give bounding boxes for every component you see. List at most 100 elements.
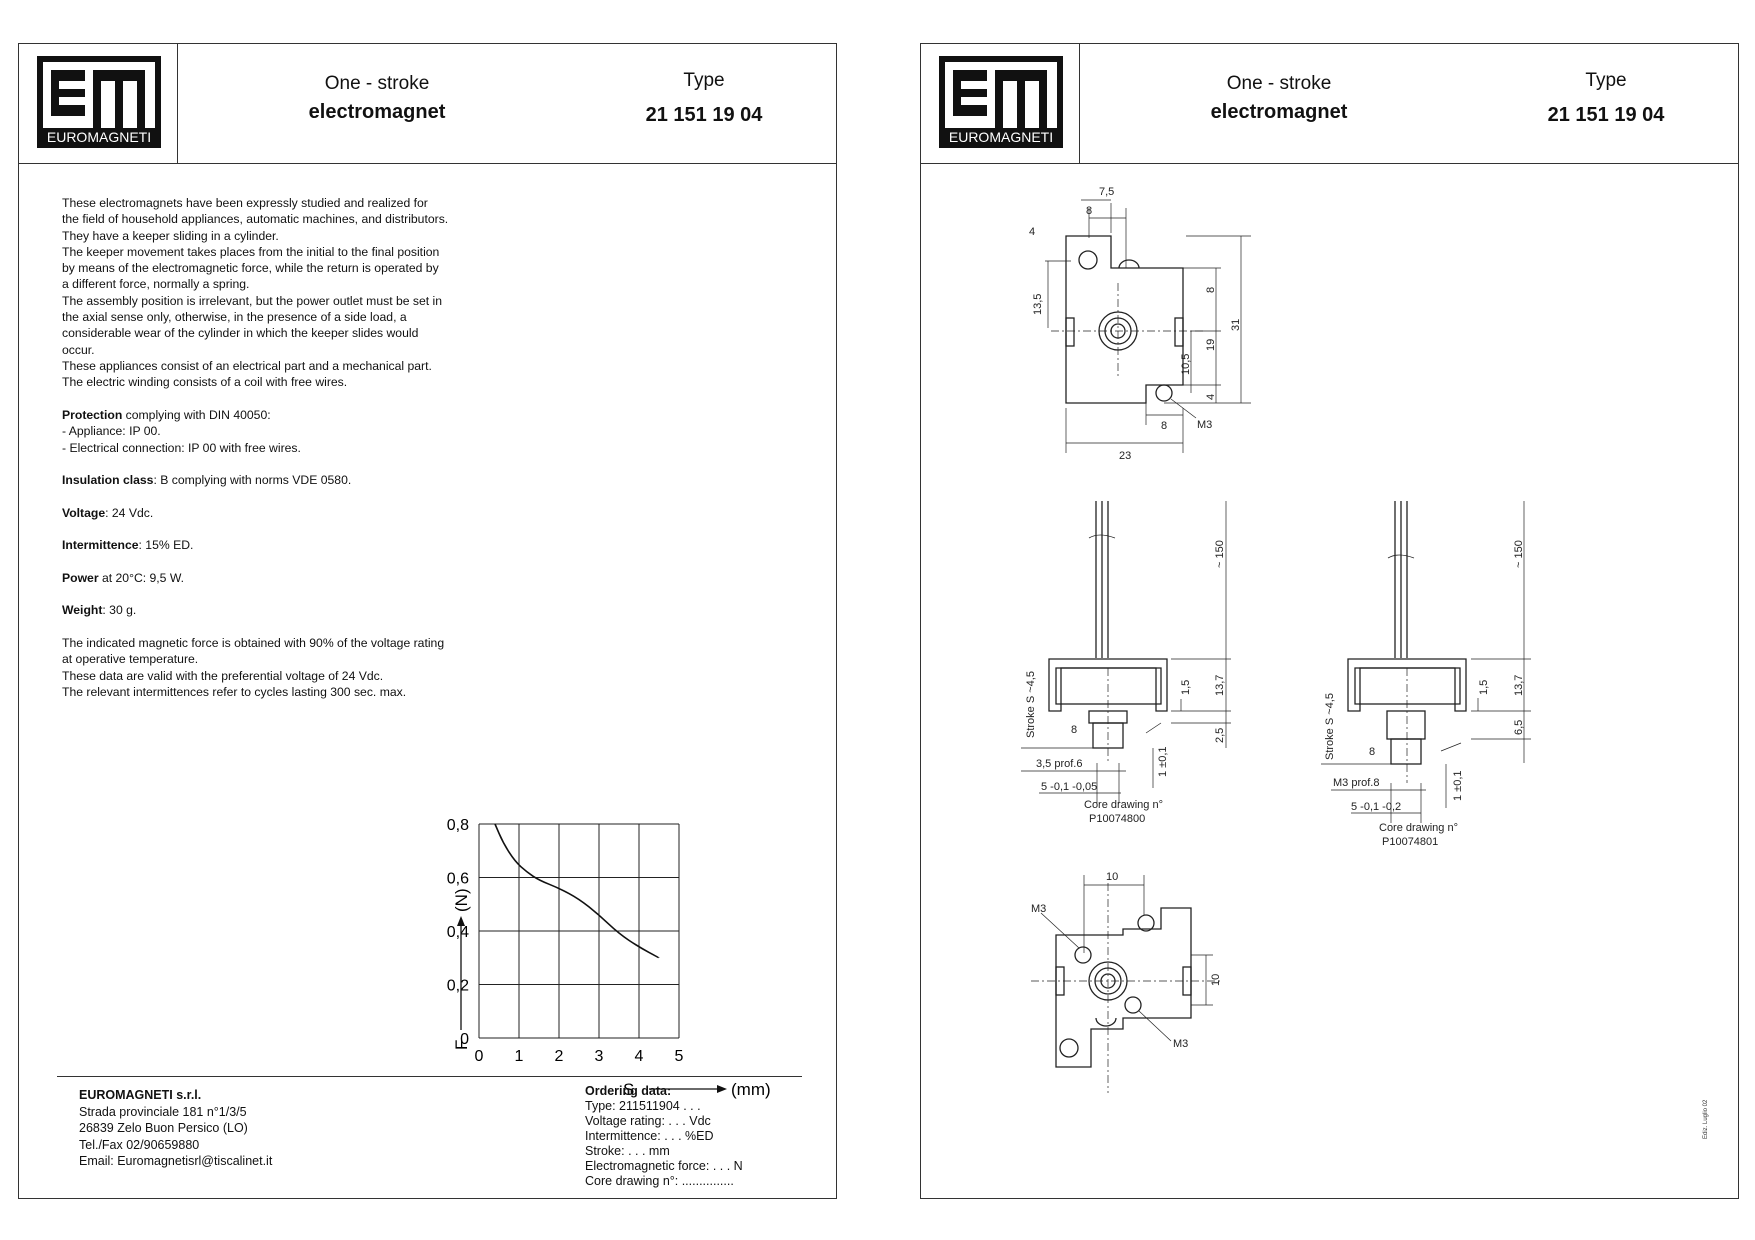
dim-label: 5 -0,1 -0,2 [1351,801,1401,813]
intermittence-text: : 15% ED. [138,538,194,552]
description-line: They have a keeper sliding in a cylinder… [62,228,279,243]
type-value: 21 151 19 04 [645,104,763,126]
company-address1: Strada provinciale 181 n°1/3/5 [79,1104,247,1119]
dim-label: 1,5 [1180,680,1192,695]
dim-label: ~ 150 [1214,540,1226,568]
dim-label: 4 [1205,394,1217,400]
x-tick-label: 0 [475,1048,484,1065]
dim-label: 23 [1119,450,1131,462]
description-line: the axial sense only, otherwise, in the … [62,310,407,325]
spec-weight: Weight: 30 g. [62,602,542,618]
weight-text: : 30 g. [102,603,137,617]
force-curve [494,823,660,959]
type-block: Type 21 151 19 04 [579,64,829,132]
x-tick-label: 2 [555,1048,564,1065]
ordering-line: Type: 211511904 . . . [585,1099,701,1113]
dim-label: Stroke S ~4,5 [1025,671,1037,738]
dim-label: 10,5 [1180,354,1192,375]
dim-label: M3 [1197,419,1212,431]
dim-label: M3 [1173,1038,1188,1050]
dim-label: 8 [1086,205,1092,217]
spec-protection: Protection complying with DIN 40050: - A… [62,407,542,456]
x-axis-unit: (mm) [731,1080,771,1099]
y-tick-label: 0,8 [447,817,469,834]
x-axis-label: S [623,1080,634,1099]
dim-label: 10 [1106,871,1118,883]
dim-label: 13,7 [1214,675,1226,696]
footer-divider [57,1076,802,1077]
description-line: a different force, normally a spring. [62,277,250,292]
company-address2: 26839 Zelo Buon Persico (LO) [79,1121,248,1135]
dim-label: 31 [1230,319,1242,331]
power-text: at 20°C: 9,5 W. [98,571,185,585]
description-line: The keeper movement takes places from th… [62,244,440,259]
description-line: The electric winding consists of a coil … [62,375,348,390]
protection-label: Protection [62,408,123,422]
ordering-data: Ordering data: Type: 211511904 . . . Vol… [585,1084,743,1189]
y-tick-label: 0,6 [447,871,469,888]
y-tick-label: 0,4 [447,924,469,941]
spec-intermittence: Intermittence: 15% ED. [62,537,542,553]
logo-text: EUROMAGNETI [47,129,151,145]
title-line1: One - stroke [1226,73,1332,94]
dim-label: 5 -0,1 -0,05 [1041,781,1097,793]
dim-label: 13,5 [1032,294,1044,315]
insulation-text: : B complying with norms VDE 0580. [153,473,352,487]
product-title: One - stroke electromagnet [1079,70,1479,126]
logo-cell: EUROMAGNETI [921,44,1080,163]
ordering-line: Electromagnetic force: . . . N [585,1159,743,1173]
protection-text: complying with DIN 40050: [122,408,271,422]
company-email: Email: Euromagnetisrl@tiscalinet.it [79,1154,273,1168]
dim-label: 1 ±0,1 [1452,770,1464,801]
description: These electromagnets have been expressly… [62,195,532,391]
front-view-left [1021,501,1231,803]
core-drawing-number: P10074801 [1382,836,1438,848]
x-tick-label: 5 [675,1048,684,1065]
power-label: Power [62,571,99,585]
dim-label: 4 [1029,226,1035,238]
page-header: EUROMAGNETI One - stroke electromagnet T… [921,44,1738,164]
dim-label: 13,7 [1513,675,1525,696]
title-line1: One - stroke [324,73,430,94]
core-drawing-label: Core drawing n° [1379,822,1458,834]
logo-cell: EUROMAGNETI [19,44,178,163]
ordering-line: Intermittence: . . . %ED [585,1129,714,1143]
bottom-view-drawing [1031,875,1221,1093]
voltage-label: Voltage [62,506,106,520]
dim-label: 6,5 [1513,720,1525,735]
type-label: Type [683,70,725,91]
type-label: Type [1585,70,1627,91]
dim-label: 8 [1161,420,1167,432]
top-view-drawing [1045,199,1251,453]
ordering-line: Core drawing n°: ............... [585,1174,734,1188]
dim-label: 8 [1369,746,1375,758]
euromagneti-logo: EUROMAGNETI [939,56,1063,148]
spec-power: Power at 20°C: 9,5 W. [62,570,542,586]
company-name: EUROMAGNETI s.r.l. [79,1088,202,1102]
intermittence-label: Intermittence [62,538,139,552]
technical-drawings: 7,5 8 4 13,5 8 31 19 10,5 4 8 M3 23 ~ 15… [1021,186,1531,1093]
product-title: One - stroke electromagnet [177,70,577,126]
datasheet-page-left: EUROMAGNETI One - stroke electromagnet T… [18,43,837,1199]
ordering-line: Stroke: . . . mm [585,1144,670,1158]
protection-connection: - Electrical connection: IP 00 with free… [62,440,301,455]
spec-insulation: Insulation class: B complying with norms… [62,472,542,488]
page-header: EUROMAGNETI One - stroke electromagnet T… [19,44,836,164]
weight-label: Weight [62,603,103,617]
x-tick-label: 3 [595,1048,604,1065]
description-line: These electromagnets have been expressly… [62,196,428,210]
description-line: occur. [62,342,95,357]
description-line: the field of household appliances, autom… [62,212,449,227]
core-drawing-label: Core drawing n° [1084,799,1163,811]
description-line: The assembly position is irrelevant, but… [62,293,443,308]
dim-label: 3,5 prof.6 [1036,758,1082,770]
note-line: The indicated magnetic force is obtained… [62,636,445,650]
company-phone: Tel./Fax 02/90659880 [79,1137,200,1152]
protection-appliance: - Appliance: IP 00. [62,424,161,439]
dim-label: 7,5 [1099,186,1114,198]
chart-grid [478,823,680,1039]
note-line: The relevant intermittences refer to cyc… [62,684,407,699]
logo-text: EUROMAGNETI [949,129,1053,145]
